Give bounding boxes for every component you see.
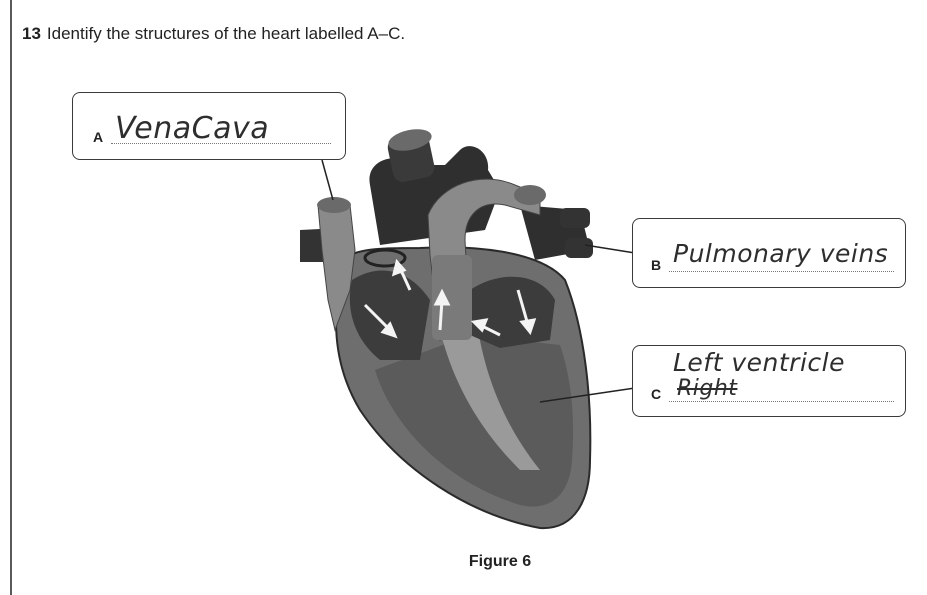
answer-b[interactable]: Pulmonary veins bbox=[673, 239, 888, 268]
left-atrium bbox=[470, 277, 555, 348]
label-letter-c: C bbox=[651, 386, 661, 402]
answer-c[interactable]: Left ventricle bbox=[673, 348, 845, 377]
answer-a[interactable]: VenaCava bbox=[115, 111, 269, 146]
label-box-a: A VenaCava bbox=[72, 92, 346, 160]
leader-line-a bbox=[322, 160, 333, 200]
figure-caption: Figure 6 bbox=[430, 553, 570, 571]
label-letter-a: A bbox=[93, 129, 103, 145]
label-box-c: C Left ventricle Right bbox=[632, 345, 906, 417]
label-box-b: B Pulmonary veins bbox=[632, 218, 906, 288]
crossed-out-answer-c: Right bbox=[677, 376, 737, 401]
label-letter-b: B bbox=[651, 257, 661, 273]
